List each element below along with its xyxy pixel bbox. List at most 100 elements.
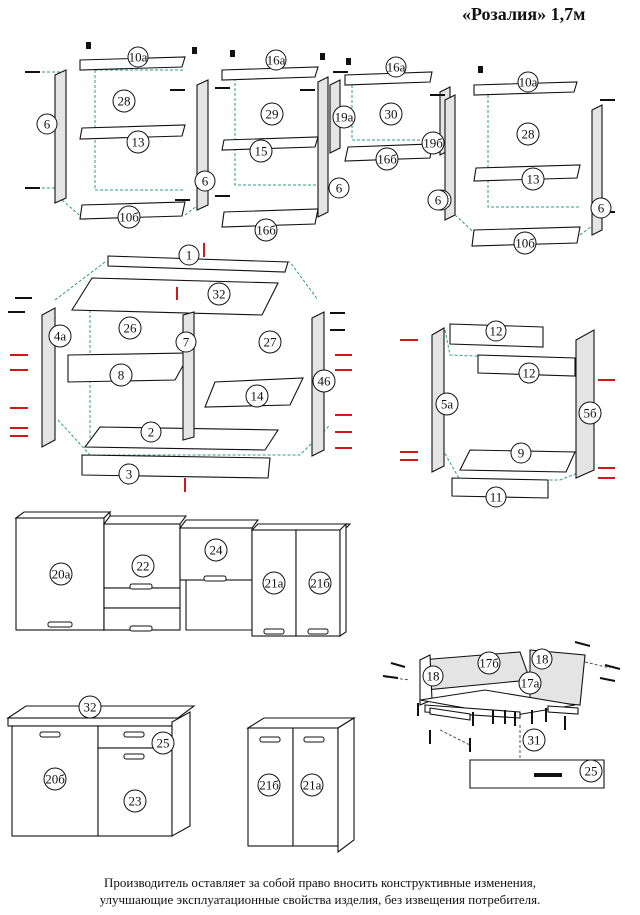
disclaimer-line-2: улучшающие эксплуатационные свойства изд…: [99, 892, 541, 907]
svg-text:13: 13: [527, 172, 540, 187]
callout-18: 18: [422, 665, 444, 687]
callout-4a: 4а: [48, 324, 72, 348]
svg-text:32: 32: [213, 287, 226, 302]
callout-3: 3: [118, 463, 140, 485]
svg-text:19б: 19б: [423, 136, 443, 151]
callout-46: 46: [312, 369, 336, 393]
svg-text:13: 13: [132, 135, 145, 150]
callout-6: 6: [36, 113, 58, 135]
svg-text:30: 30: [385, 107, 398, 122]
part-worktop: [71, 277, 279, 316]
callout-5a: 5а: [435, 392, 459, 416]
svg-text:21б: 21б: [259, 778, 279, 793]
callout-13: 13: [521, 167, 545, 191]
svg-text:16б: 16б: [377, 152, 397, 167]
front-view-upper: 20а 22 24 21а 21б: [14, 510, 352, 638]
wall-cabinet-3: 16а 19а 30 19б 16б 6: [329, 56, 483, 221]
callout-19a: 19а: [332, 105, 356, 129]
svg-text:16а: 16а: [387, 60, 406, 75]
svg-text:19а: 19а: [335, 110, 354, 125]
part-top-rail: [107, 255, 289, 273]
callout-24: 24: [204, 538, 228, 562]
callout-10a: 10а: [517, 71, 539, 93]
callout-31: 31: [522, 728, 546, 752]
svg-text:10а: 10а: [519, 75, 538, 90]
part-shelf: [221, 136, 319, 151]
svg-text:1: 1: [186, 248, 193, 263]
callout-8: 8: [109, 363, 133, 387]
svg-text:28: 28: [118, 94, 131, 109]
wall-cabinet-4: 10а 28 13 10б 6 6: [427, 71, 615, 255]
callout-17b: 17б: [477, 651, 501, 675]
svg-text:29: 29: [266, 107, 279, 122]
svg-text:25: 25: [157, 736, 170, 751]
callout-18: 18: [531, 648, 553, 670]
callout-14: 14: [245, 384, 269, 408]
svg-text:10б: 10б: [515, 236, 535, 251]
svg-text:46: 46: [318, 374, 332, 389]
part-side-panel-left: [54, 69, 67, 204]
callout-30: 30: [379, 102, 403, 126]
callout-20a: 20а: [49, 562, 73, 586]
base-cabinet-large: 1 32 4а 26 7 27 8 14 46 2 3: [8, 243, 352, 492]
part-side-panel: [317, 76, 329, 218]
svg-text:11: 11: [490, 490, 503, 505]
callout-16a: 16а: [265, 49, 287, 71]
svg-text:8: 8: [118, 368, 125, 383]
svg-text:12: 12: [523, 366, 536, 381]
svg-text:12: 12: [490, 324, 503, 339]
callout-25: 25: [151, 731, 175, 755]
callout-32: 32: [78, 695, 102, 719]
svg-text:6: 6: [336, 181, 343, 196]
callout-9: 9: [510, 442, 532, 464]
svg-text:27: 27: [264, 335, 278, 350]
callout-6: 6: [328, 177, 350, 199]
callout-21a: 21а: [300, 773, 324, 797]
svg-text:17б: 17б: [479, 656, 499, 671]
svg-text:21б: 21б: [310, 576, 330, 591]
svg-text:24: 24: [210, 543, 224, 558]
callout-21a: 21а: [262, 571, 286, 595]
part-top-panel: [221, 66, 319, 81]
callout-6: 6: [590, 197, 612, 219]
svg-text:10б: 10б: [119, 210, 139, 225]
drawer-assembly: 17б 18 18 17а 31 25: [382, 641, 621, 789]
callout-16b: 16б: [254, 218, 278, 242]
callout-2: 2: [140, 421, 162, 443]
callout-7: 7: [175, 331, 197, 353]
part-plinth: [81, 454, 271, 479]
callout-12: 12: [518, 362, 540, 384]
callout-10b: 10б: [117, 205, 141, 229]
callout-5b: 5б: [578, 401, 602, 425]
svg-text:20а: 20а: [52, 567, 71, 582]
wall-cabinet-2: 16а 29 15 16б 6: [215, 49, 350, 242]
svg-text:10а: 10а: [129, 50, 148, 65]
svg-text:6: 6: [598, 201, 605, 216]
callout-22: 22: [131, 554, 155, 578]
disclaimer: Производитель оставляет за собой право в…: [0, 874, 640, 908]
svg-text:2: 2: [148, 425, 155, 440]
svg-text:18: 18: [427, 669, 440, 684]
svg-text:16б: 16б: [256, 223, 276, 238]
svg-text:16а: 16а: [267, 53, 286, 68]
callout-32: 32: [207, 282, 231, 306]
callout-23: 23: [123, 789, 147, 813]
wall-cabinet-1: 10а 28 13 10б 6 6: [25, 42, 216, 229]
svg-text:7: 7: [183, 335, 190, 350]
callout-16a: 16а: [385, 56, 407, 78]
callout-21b: 21б: [257, 773, 281, 797]
callout-28: 28: [516, 122, 540, 146]
callout-25: 25: [579, 759, 603, 783]
part-divider: [182, 311, 195, 441]
callout-20b: 20б: [43, 767, 67, 791]
callout-28: 28: [112, 89, 136, 113]
svg-text:20б: 20б: [45, 772, 65, 787]
callout-27: 27: [258, 330, 282, 354]
svg-text:32: 32: [84, 700, 97, 715]
callout-21b: 21б: [308, 571, 332, 595]
disclaimer-line-1: Производитель оставляет за собой право в…: [104, 875, 536, 890]
svg-text:31: 31: [528, 733, 541, 748]
callout-10b: 10б: [513, 231, 537, 255]
callout-26: 26: [118, 316, 142, 340]
